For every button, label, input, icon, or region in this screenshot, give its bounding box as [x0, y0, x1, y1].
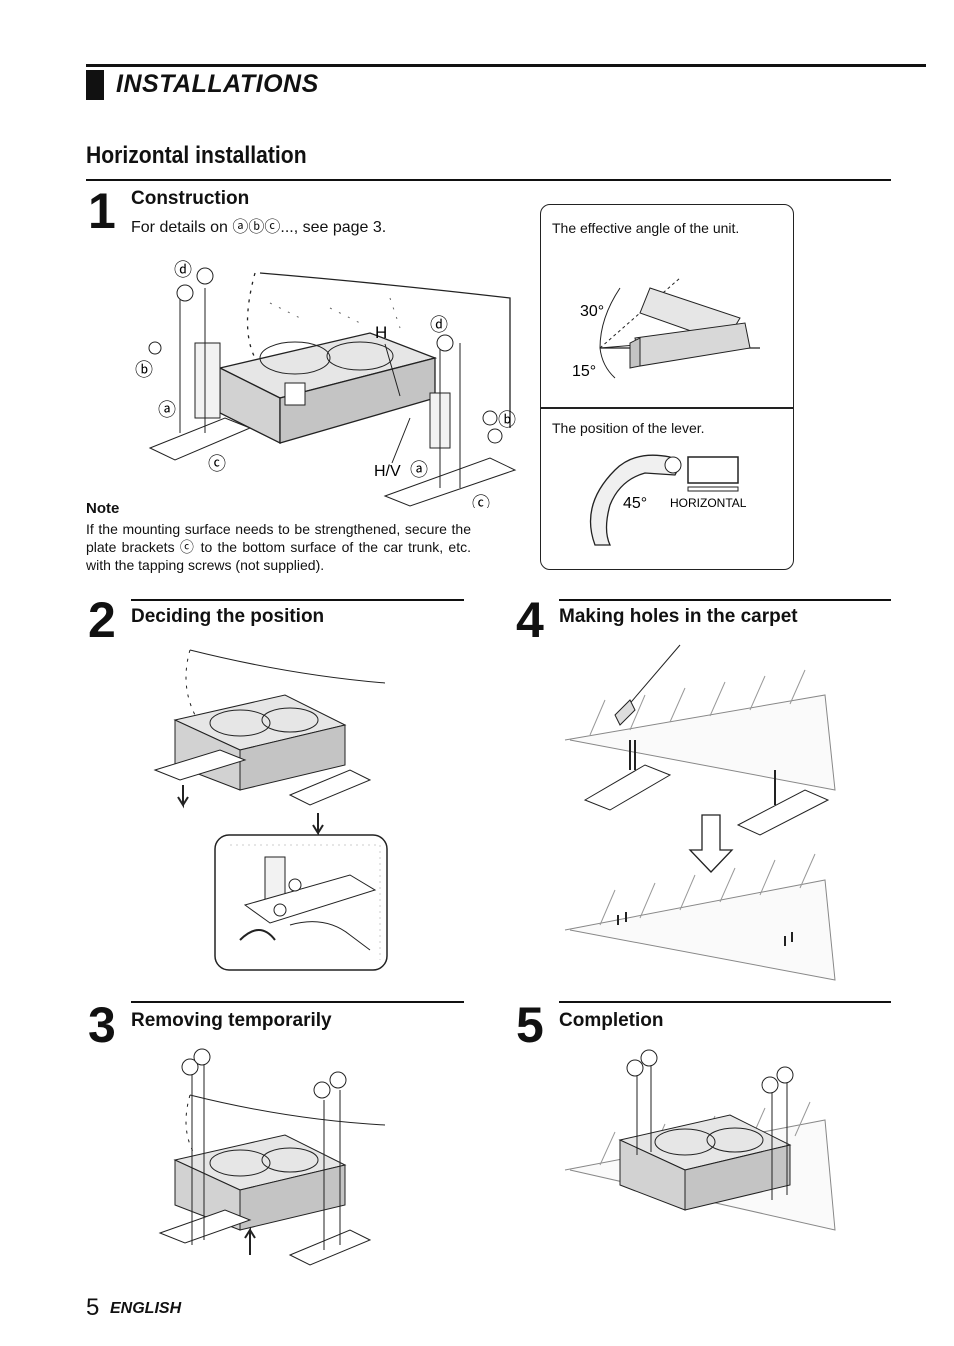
construction-illustration: ⓓ ⓓ ⓑ ⓑ ⓐ ⓐ ⓒ ⓒ H H/V	[135, 260, 517, 508]
step-1-title: Construction	[131, 188, 250, 209]
label-d-2: ⓓ	[430, 315, 448, 335]
lever-caption: The position of the lever.	[552, 420, 705, 436]
label-b-1: ⓑ	[135, 360, 153, 380]
step-1-detail: For details on ⓐⓑⓒ..., see page 3.	[131, 219, 387, 236]
lever-angle-label: 45°	[623, 495, 647, 512]
lever-horizontal-label: HORIZONTAL	[670, 496, 747, 510]
label-h: H	[375, 323, 387, 342]
heading-rule	[86, 179, 891, 181]
section-title: INSTALLATIONS	[116, 70, 319, 98]
label-c-1: ⓒ	[208, 454, 226, 474]
step-4-rule	[559, 599, 891, 601]
lever-illustration: 45° HORIZONTAL	[589, 454, 747, 546]
label-a-2: ⓐ	[410, 460, 428, 480]
step-1-number: 1	[88, 183, 116, 239]
angle-illustration: 30° 15°	[572, 277, 760, 380]
step-3-title: Removing temporarily	[131, 1010, 332, 1031]
label-c-2: ⓒ	[472, 494, 490, 508]
header-rule	[86, 64, 926, 67]
page-heading: Horizontal installation	[86, 142, 307, 169]
step-4-title: Making holes in the carpet	[559, 606, 798, 627]
step-2-title: Deciding the position	[131, 606, 325, 627]
label-b-2: ⓑ	[498, 410, 516, 430]
step-2-number: 2	[88, 592, 116, 648]
section-marker	[86, 70, 104, 100]
label-a-1: ⓐ	[158, 400, 176, 420]
label-hv: H/V	[374, 463, 401, 480]
info-divider	[540, 407, 794, 409]
label-d-1: ⓓ	[174, 260, 192, 280]
carpet-holes-illustration	[564, 644, 836, 981]
page-language: ENGLISH	[110, 1300, 182, 1317]
step-3-rule	[131, 1001, 464, 1003]
info-box	[540, 204, 794, 570]
step-5-number: 5	[516, 997, 544, 1053]
removing-temporarily-illustration	[158, 1048, 386, 1266]
page-number: 5	[86, 1294, 100, 1321]
step-5-title: Completion	[559, 1010, 664, 1031]
completion-illustration	[564, 1049, 836, 1231]
note-heading: Note	[86, 500, 120, 517]
step-2-rule	[131, 599, 464, 601]
angle-up-label: 30°	[580, 303, 604, 320]
step-4-number: 4	[516, 592, 544, 648]
note-text: If the mounting surface needs to be stre…	[86, 521, 471, 573]
angle-caption: The effective angle of the unit.	[552, 220, 740, 236]
step-5-rule	[559, 1001, 891, 1003]
angle-down-label: 15°	[572, 363, 596, 380]
step-3-number: 3	[88, 997, 116, 1053]
deciding-position-illustration	[153, 649, 388, 971]
